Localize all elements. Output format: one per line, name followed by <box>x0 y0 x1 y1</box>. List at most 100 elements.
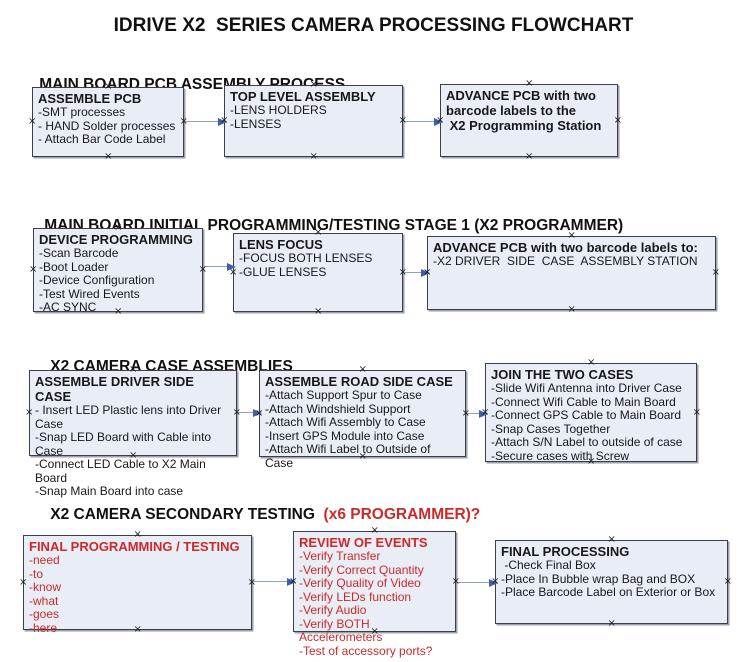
connector-arrow[interactable] <box>203 262 236 271</box>
box-lens-focus[interactable]: LENS FOCUS -FOCUS BOTH LENSES-GLUE LENSE… <box>229 228 407 317</box>
anchor-x-icon: × <box>607 534 616 545</box>
box-line: -Attach Wifi Assembly to Case <box>265 415 426 429</box>
box-line: -Snap Main Board into case <box>35 484 184 498</box>
box-advance-pcb-case-assembly[interactable]: ADVANCE PCB with two barcode labels to: … <box>423 231 720 315</box>
box-line: -X2 DRIVER SIDE CASE ASSEMBLY STATION <box>433 254 698 268</box>
box-line: -Insert GPS Module into Case <box>265 428 425 443</box>
box-lines: -X2 DRIVER SIDE CASE ASSEMBLY STATION <box>433 254 710 269</box>
box-assemble-pcb[interactable]: ASSEMBLE PCB -SMT processes- HAND Solder… <box>28 82 188 162</box>
anchor-x-icon: × <box>692 406 701 418</box>
box-title: LENS FOCUS <box>239 237 323 252</box>
box-lines: -Verify Transfer-Verify Correct Quantity… <box>299 549 450 658</box>
box-line: -Place Barcode Label on Exterior or Box <box>501 585 716 599</box>
box-line: -Snap LED Board with Cable into Case <box>35 430 215 458</box>
box-title: ASSEMBLE PCB <box>38 91 142 106</box>
box-line: -Connect GPS Cable to Main Board <box>491 408 682 422</box>
anchor-x-icon: × <box>567 304 576 315</box>
anchor-x-icon: × <box>19 576 28 588</box>
box-line: -need <box>29 553 60 567</box>
box-line: -Slide Wifi Antenna into Driver Case <box>491 381 682 395</box>
box-title: ASSEMBLE ROAD SIDE CASE <box>265 374 453 389</box>
connector-arrow[interactable] <box>184 117 227 126</box>
box-lines: -FOCUS BOTH LENSES-GLUE LENSES <box>239 251 397 279</box>
box-lines: - Insert LED Plastic lens into Driver Ca… <box>35 403 231 499</box>
box-line: -Boot Loader <box>39 259 109 274</box>
connector-arrow[interactable] <box>403 117 443 126</box>
box-join-the-two-cases[interactable]: JOIN THE TWO CASES -Slide Wifi Antenna i… <box>481 358 701 467</box>
section-heading-text: X2 CAMERA SECONDARY TESTING <box>50 506 320 523</box>
connector-arrow[interactable] <box>456 578 498 587</box>
connector-arrow[interactable] <box>252 577 296 586</box>
anchor-x-icon: × <box>104 151 113 162</box>
box-assemble-driver-side-case[interactable]: ASSEMBLE DRIVER SIDE CASE - Insert LED P… <box>25 365 241 498</box>
box-line: - Insert LED Plastic lens into Driver Ca… <box>35 403 225 431</box>
box-line: -Attach Wifi Label to Outside of Case <box>265 442 434 470</box>
box-line: -Verify LEDs function <box>299 589 412 604</box>
box-line: -here <box>29 620 58 635</box>
box-line: -Test of accessory ports? <box>299 643 433 658</box>
connector-arrow[interactable] <box>466 409 488 418</box>
box-advance-pcb-programming-station[interactable]: ADVANCE PCB with two barcode labels to t… <box>436 79 622 162</box>
box-title: ASSEMBLE DRIVER SIDE CASE <box>35 374 198 404</box>
box-line: -Snap Cases Together <box>491 421 611 436</box>
box-device-programming[interactable]: DEVICE PROGRAMMING -Scan Barcode-Boot Lo… <box>29 223 207 317</box>
box-line: -Attach Windshield Support <box>265 401 411 416</box>
anchor-x-icon: × <box>25 407 34 418</box>
box-line: -LENS HOLDERS <box>230 103 327 117</box>
box-lines: -SMT processes- HAND Solder processes- A… <box>38 105 178 147</box>
box-line: -GLUE LENSES <box>239 264 327 279</box>
anchor-x-icon: × <box>314 306 323 317</box>
box-lines: -Check Final Box-Place In Bubble wrap Ba… <box>501 558 722 600</box>
connector-arrow[interactable] <box>237 408 262 417</box>
box-title: DEVICE PROGRAMMING <box>39 232 193 247</box>
anchor-x-icon: × <box>198 264 207 275</box>
box-line: -Scan Barcode <box>39 246 119 260</box>
box-line: -to <box>29 566 44 581</box>
box-title: FINAL PROGRAMMING / TESTING <box>29 539 240 554</box>
box-assemble-road-side-case[interactable]: ASSEMBLE ROAD SIDE CASE -Attach Support … <box>255 365 470 470</box>
box-line: -FOCUS BOTH LENSES <box>239 251 373 265</box>
anchor-x-icon: × <box>179 116 188 127</box>
box-top-level-assembly[interactable]: TOP LEVEL ASSEMBLY -LENS HOLDERS-LENSES … <box>220 80 407 162</box>
box-line: -Place In Bubble wrap Bag and BOX <box>501 571 696 586</box>
anchor-x-icon: × <box>587 357 596 368</box>
box-line: -Verify Transfer <box>299 549 381 563</box>
box-line: -know <box>29 580 62 594</box>
box-title: FINAL PROCESSING <box>501 544 630 559</box>
box-line: -Attach Support Spur to Case <box>265 388 422 402</box>
box-line: -LENSES <box>230 116 282 131</box>
box-line: -what <box>29 593 59 608</box>
box-title: REVIEW OF EVENTS <box>299 535 428 550</box>
page-title: IDRIVE X2 SERIES CAMERA PROCESSING FLOWC… <box>113 15 634 36</box>
box-line: -Verify Audio <box>299 603 367 617</box>
box-final-programming-testing[interactable]: FINAL PROGRAMMING / TESTING -need-to-kno… <box>19 530 256 635</box>
box-line: -Check Final Box <box>501 558 596 572</box>
box-lines: -Scan Barcode-Boot Loader-Device Configu… <box>39 246 197 315</box>
anchor-x-icon: × <box>613 114 622 126</box>
box-line: -Verify BOTH Accelerometers <box>299 616 383 644</box>
anchor-x-icon: × <box>607 618 616 629</box>
box-line: -SMT processes <box>38 105 126 119</box>
box-lines: -Slide Wifi Antenna into Driver Case -Con… <box>491 381 691 463</box>
section-heading-secondary-testing: X2 CAMERA SECONDARY TESTING (x6 PROGRAMM… <box>33 488 480 542</box>
box-lines: -Attach Support Spur to Case-Attach Wind… <box>265 388 460 470</box>
anchor-x-icon: × <box>711 267 720 278</box>
anchor-x-icon: × <box>723 576 732 587</box>
anchor-x-icon: × <box>29 264 38 275</box>
box-final-processing[interactable]: FINAL PROCESSING -Check Final Box-Place … <box>491 535 732 629</box>
anchor-x-icon: × <box>247 576 256 588</box>
anchor-x-icon: × <box>232 407 241 418</box>
box-title: TOP LEVEL ASSEMBLY <box>230 89 376 104</box>
box-title: ADVANCE PCB with two barcode labels to t… <box>446 88 602 133</box>
box-line: -goes <box>29 607 60 621</box>
connector-arrow[interactable] <box>403 268 430 277</box>
box-review-of-events[interactable]: REVIEW OF EVENTS -Verify Transfer-Verify… <box>289 526 460 658</box>
anchor-x-icon: × <box>525 78 534 89</box>
box-line: -AC SYNC <box>39 300 97 314</box>
anchor-x-icon: × <box>525 151 534 162</box>
box-line: -Device Configuration <box>39 273 155 287</box>
box-line: -Verify Quality of Video <box>299 576 421 590</box>
box-line: - Attach Bar Code Label <box>38 132 166 146</box>
box-line: -Attach S/N Label to outside of case <box>491 435 683 449</box>
